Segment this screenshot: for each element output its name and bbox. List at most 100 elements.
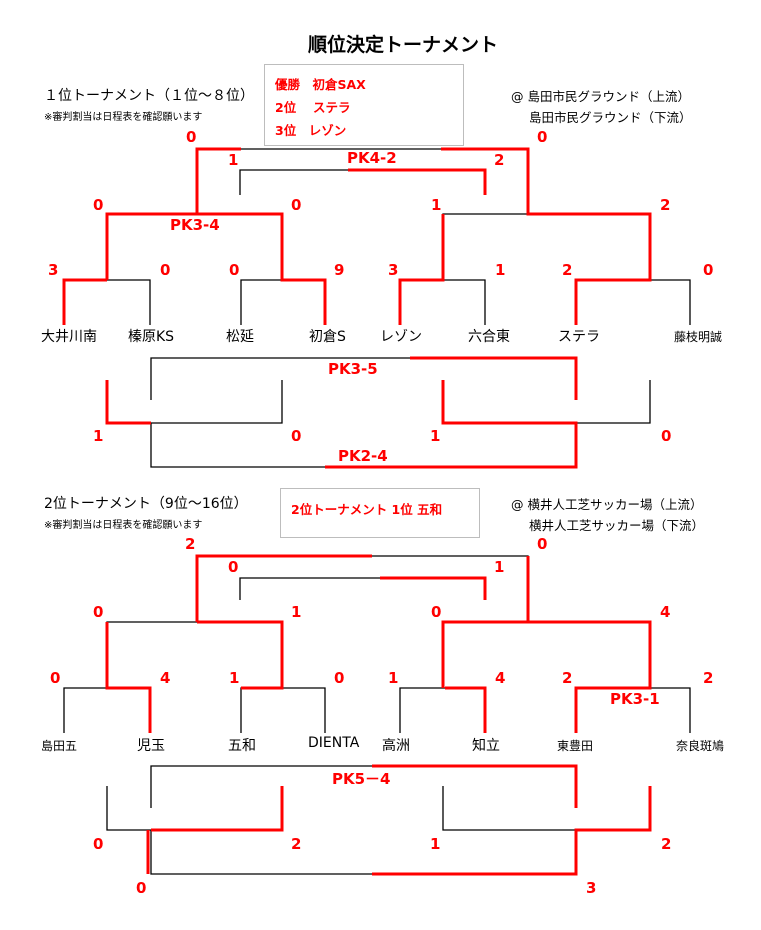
t1-score-sf-1: 1 <box>228 151 239 169</box>
t2-score-r1-1: 0 <box>50 669 61 687</box>
t1-score-r1-5: 3 <box>388 261 399 279</box>
winner-path-13 <box>105 212 197 280</box>
t1-score-sf-2: 2 <box>494 151 505 169</box>
t2-team-5: 高洲 <box>382 738 410 754</box>
t2-team-7: 東豊田 <box>557 739 594 753</box>
winner-path-12 <box>62 278 107 325</box>
t1-team-5: レゾン <box>380 329 422 345</box>
bracket-line-31 <box>106 786 283 831</box>
winner-path-40 <box>380 576 487 600</box>
bracket-line-5 <box>442 213 651 280</box>
bracket-line-27 <box>442 621 651 688</box>
t2-score-r1-7: 2 <box>562 669 573 687</box>
winner-path-35 <box>197 620 284 690</box>
t2-score-r2-1: 0 <box>93 603 104 621</box>
bracket-line-29 <box>239 577 486 600</box>
t2-team-8: 奈良斑鳩 <box>676 739 725 753</box>
t2-score-sf-2: 1 <box>494 558 505 576</box>
bracket-line-10 <box>442 380 651 424</box>
t2-score-r2-4: 4 <box>660 603 671 621</box>
t1-score-final-1: 0 <box>186 128 197 146</box>
t2-score-lower-5: 0 <box>136 879 147 897</box>
t2-score-r1-3: 1 <box>229 669 240 687</box>
t1-venue-lower: 島田市民グラウンド（下流） <box>529 110 692 125</box>
t1-team-6: 六合東 <box>468 329 510 345</box>
t1-score-r1-4: 9 <box>334 261 345 279</box>
t1-score-lower-2: 0 <box>291 427 302 445</box>
t2-team-1: 島田五 <box>41 739 78 753</box>
t1-team-3: 松延 <box>226 329 254 345</box>
winner-path-17 <box>441 147 652 325</box>
t1-pk-lower-bottom: PK2-4 <box>338 447 388 465</box>
t1-score-r1-3: 0 <box>229 261 240 279</box>
t2-team-4: DIENTA <box>308 735 360 751</box>
t1-score-r1-2: 0 <box>160 261 171 279</box>
bracket-line-9 <box>106 380 283 424</box>
t1-pk-lower-upper: PK3-5 <box>328 360 378 378</box>
winner-path-42 <box>151 786 284 832</box>
t1-heading: １位トーナメント（１位～８位） <box>44 88 254 104</box>
t1-score-r1-7: 2 <box>562 261 573 279</box>
page-title: 順位決定トーナメント <box>308 34 499 56</box>
winner-path-20 <box>105 380 151 425</box>
winner-path-39 <box>526 556 652 733</box>
t1-team-2: 榛原KS <box>128 329 175 345</box>
t1-score-r1-8: 0 <box>703 261 714 279</box>
t2-score-r2-3: 0 <box>431 603 442 621</box>
winner-path-37 <box>445 686 487 733</box>
t2-score-r1-5: 1 <box>388 669 399 687</box>
t1-result-2nd: 2位 ステラ <box>275 100 351 115</box>
winner-path-44 <box>372 786 652 876</box>
t2-pk-r1-right: PK3-1 <box>610 690 660 708</box>
t2-score-lower-2: 2 <box>291 835 302 853</box>
t1-score-final-2: 0 <box>537 128 548 146</box>
t2-note: ※審判割当は日程表を確認願います <box>44 520 203 531</box>
t1-score-lower-1: 1 <box>93 427 104 445</box>
t2-score-sf-1: 0 <box>228 558 239 576</box>
t1-score-lower-3: 1 <box>430 427 441 445</box>
t1-pk-final-upper: PK4-2 <box>347 149 397 167</box>
t1-score-r2-2: 0 <box>291 196 302 214</box>
bracket-line-33 <box>150 830 577 875</box>
t2-team-2: 児玉 <box>137 738 165 754</box>
winner-path-38 <box>441 620 528 688</box>
winner-path-36 <box>195 554 372 622</box>
t1-note: ※審判割当は日程表を確認願います <box>44 112 203 123</box>
t2-score-final-1: 2 <box>185 535 196 553</box>
t1-score-lower-4: 0 <box>661 427 672 445</box>
t1-venue-upper: @ 島田市民グラウンド（上流） <box>511 89 690 104</box>
t2-pk-lower: PK5－4 <box>332 770 391 788</box>
winner-path-41 <box>372 764 578 808</box>
t2-heading: 2位トーナメント（9位～16位） <box>44 496 248 512</box>
t2-score-r1-6: 4 <box>495 669 506 687</box>
winner-path-15 <box>195 147 241 214</box>
t2-score-lower-6: 3 <box>586 879 597 897</box>
t1-pk-r2-left: PK3-4 <box>170 216 220 234</box>
winner-path-19 <box>410 356 578 400</box>
t2-result-1st: 2位トーナメント 1位 五和 <box>291 502 443 517</box>
bracket-line-24 <box>399 687 486 733</box>
t2-score-lower-1: 0 <box>93 835 104 853</box>
t2-score-lower-3: 1 <box>430 835 441 853</box>
bracket-line-3 <box>575 279 691 325</box>
winner-path-14 <box>197 212 327 325</box>
t2-venue-upper: @ 横井人工芝サッカー場（上流） <box>511 497 703 512</box>
winner-path-18 <box>348 168 487 195</box>
t2-score-final-2: 0 <box>537 535 548 553</box>
t1-result-3rd: 3位 レゾン <box>275 123 347 138</box>
t1-team-8: 藤枝明誠 <box>674 330 723 344</box>
t1-team-1: 大井川南 <box>41 329 97 345</box>
bracket-line-23 <box>240 687 326 733</box>
bracket-line-7 <box>239 169 486 195</box>
t2-team-3: 五和 <box>228 738 256 754</box>
t2-score-r1-4: 0 <box>334 669 345 687</box>
t2-results-box: 2位トーナメント 1位 五和 <box>280 488 480 538</box>
winner-path-16 <box>398 214 445 325</box>
bracket-line-28 <box>196 555 529 622</box>
t1-results-box: 優勝 初倉SAX 2位 ステラ 3位 レゾン <box>264 64 464 146</box>
t1-score-r1-1: 3 <box>48 261 59 279</box>
winner-path-34 <box>105 622 152 733</box>
t1-result-1st: 優勝 初倉SAX <box>275 77 366 92</box>
bracket-line-26 <box>106 621 283 688</box>
